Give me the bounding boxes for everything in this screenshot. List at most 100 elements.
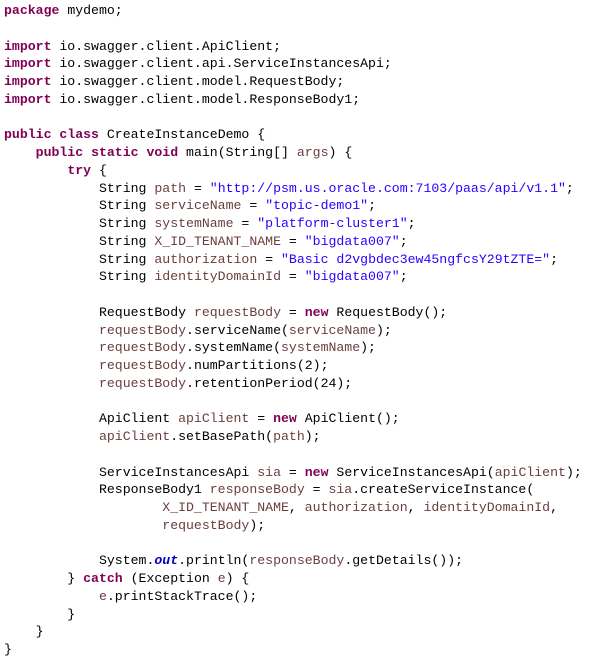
- variable-token: requestBody: [193, 304, 281, 320]
- code-line: import io.swagger.client.model.RequestBo…: [4, 73, 582, 91]
- code-text: [4, 429, 99, 444]
- code-text: String: [4, 216, 155, 231]
- code-text: ApiClient();: [296, 411, 400, 427]
- code-text: [4, 518, 162, 533]
- code-line: String path = "http://psm.us.oracle.com:…: [4, 180, 582, 198]
- code-line: X_ID_TENANT_NAME, authorization, identit…: [4, 499, 582, 517]
- code-line: [4, 535, 582, 553]
- code-text: main(String[]: [178, 145, 297, 160]
- code-text: [4, 589, 99, 604]
- variable-token: args: [296, 145, 329, 160]
- code-text: [4, 145, 36, 160]
- variable-token: requestBody: [98, 358, 187, 373]
- code-line: } catch (Exception e) {: [4, 570, 582, 588]
- code-line: try {: [4, 162, 582, 180]
- code-text: String: [4, 180, 155, 196]
- code-line: public class CreateInstanceDemo {: [4, 126, 582, 144]
- code-line: System.out.println(responseBody.getDetai…: [4, 552, 582, 570]
- code-text: .setBasePath(: [170, 429, 274, 444]
- keyword-token: new: [304, 304, 329, 320]
- code-text: );: [375, 322, 392, 338]
- variable-token: requestBody: [98, 340, 187, 356]
- code-text: ) {: [328, 145, 353, 160]
- code-line: ResponseBody1 responseBody = sia.createS…: [4, 481, 582, 499]
- variable-token: path: [154, 180, 187, 196]
- code-text: .systemName(: [186, 340, 281, 356]
- code-line: }: [4, 606, 582, 624]
- code-text: .serviceName(: [186, 322, 289, 338]
- code-text: .createServiceInstance(: [352, 482, 535, 498]
- code-line: [4, 286, 582, 304]
- code-line: [4, 20, 582, 38]
- code-text: );: [360, 340, 376, 356]
- variable-token: systemName: [281, 340, 361, 356]
- code-text: =: [233, 216, 258, 231]
- code-editor[interactable]: package mydemo; import io.swagger.client…: [4, 2, 582, 659]
- keyword-token: import: [4, 74, 52, 89]
- variable-token: sia: [257, 464, 281, 480]
- string-literal: "Basic d2vgbdec3ew45ngfcsY29tZTE=": [281, 251, 551, 267]
- code-line: [4, 109, 582, 127]
- keyword-token: import: [4, 91, 52, 107]
- string-literal: "platform-cluster1": [257, 216, 408, 231]
- code-text: );: [304, 429, 321, 444]
- variable-token: identityDomainId: [154, 269, 281, 285]
- keyword-token: class: [59, 127, 99, 143]
- string-literal: "bigdata007": [304, 233, 400, 249]
- code-text: =: [281, 233, 305, 249]
- code-text: =: [249, 411, 274, 427]
- keyword-token: try: [67, 162, 92, 178]
- code-text: [4, 358, 99, 373]
- code-line: String authorization = "Basic d2vgbdec3e…: [4, 251, 582, 269]
- code-line: requestBody);: [4, 517, 582, 535]
- code-text: io.swagger.client.api.ServiceInstancesAp…: [51, 56, 392, 72]
- code-line: import io.swagger.client.api.ServiceInst…: [4, 55, 582, 73]
- code-text: ;: [550, 251, 559, 267]
- code-text: ,: [407, 500, 424, 515]
- code-line: String serviceName = "topic-demo1";: [4, 197, 582, 215]
- code-text: System.: [4, 553, 155, 569]
- code-text: .getDetails());: [344, 553, 464, 569]
- code-line: String X_ID_TENANT_NAME = "bigdata007";: [4, 233, 582, 251]
- code-line: [4, 446, 582, 464]
- keyword-token: public: [4, 127, 52, 143]
- code-text: RequestBody: [4, 304, 194, 320]
- code-text: .printStackTrace();: [106, 588, 258, 604]
- code-text: {: [91, 162, 107, 178]
- variable-token: authorization: [154, 251, 258, 267]
- variable-token: e: [217, 571, 226, 586]
- code-text: .numPartitions(2);: [186, 358, 329, 373]
- code-text: );: [565, 464, 582, 480]
- code-line: requestBody.retentionPeriod(24);: [4, 375, 582, 393]
- code-text: String: [4, 251, 155, 267]
- code-text: ServiceInstancesApi(: [328, 464, 495, 480]
- code-text: =: [186, 180, 210, 196]
- code-text: }: [4, 606, 76, 622]
- code-text: }: [4, 642, 12, 657]
- code-text: ,: [288, 500, 305, 515]
- code-line: public static void main(String[] args) {: [4, 144, 582, 162]
- variable-token: serviceName: [154, 198, 242, 214]
- code-text: =: [281, 304, 305, 320]
- variable-token: sia: [328, 482, 353, 498]
- code-line: [4, 393, 582, 411]
- code-text: [4, 376, 99, 391]
- code-text: ;: [407, 216, 416, 231]
- variable-token: requestBody: [162, 517, 250, 533]
- code-text: ) {: [225, 571, 250, 586]
- keyword-token: void: [146, 145, 179, 160]
- keyword-token: new: [273, 411, 297, 427]
- code-text: ;: [368, 198, 376, 214]
- keyword-token: static: [91, 145, 139, 160]
- code-line: RequestBody requestBody = new RequestBod…: [4, 304, 582, 322]
- code-text: io.swagger.client.model.ResponseBody1;: [51, 91, 361, 107]
- code-text: ResponseBody1: [4, 482, 210, 498]
- code-text: }: [4, 624, 44, 640]
- keyword-token: package: [4, 3, 60, 18]
- variable-token: X_ID_TENANT_NAME: [154, 233, 281, 249]
- code-text: String: [4, 233, 155, 249]
- variable-token: apiClient: [178, 411, 250, 427]
- code-line: ApiClient apiClient = new ApiClient();: [4, 410, 582, 428]
- code-text: mydemo;: [59, 3, 123, 18]
- keyword-token: public: [35, 145, 84, 160]
